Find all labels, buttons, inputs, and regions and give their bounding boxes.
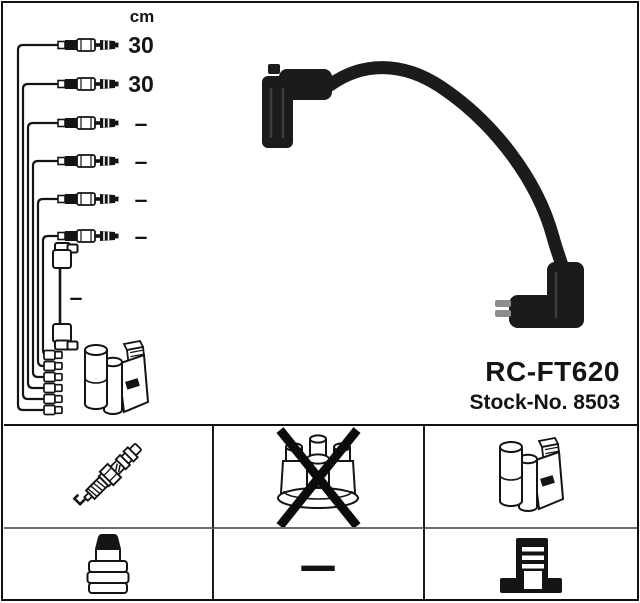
lead-length-3: – (134, 110, 148, 136)
cross-out-x (276, 426, 361, 527)
legend-cell-spark-plug (3, 426, 214, 529)
wiring-diagram (16, 38, 584, 416)
legend-cell-coil-on-plug (425, 529, 637, 600)
angled-lead-icon (52, 242, 79, 351)
unit-header: cm (129, 7, 155, 26)
lead-length-4: – (134, 148, 148, 174)
legend-cell-distributor-cap-crossed (213, 426, 425, 529)
lead-length-1: 30 (128, 32, 154, 58)
lead-connector-stack (43, 349, 63, 416)
legend-cell-dash: – (214, 529, 425, 600)
legend-table: – (3, 424, 637, 600)
spark-plug-icon (72, 442, 142, 506)
ignition-coil-icon (498, 436, 564, 512)
legend-cell-plug-boot (4, 529, 214, 600)
legend-cell-ignition-coil (424, 426, 637, 529)
lead-length-7: – (69, 284, 83, 310)
dash-label: – (299, 534, 337, 595)
plug-boot-icon (86, 533, 129, 594)
ignition-coil-drawing (84, 340, 149, 415)
part-number: RC-FT620 (485, 356, 620, 387)
lead-harness-lines (16, 43, 58, 412)
lead-row-terminals (57, 38, 120, 243)
stock-number: Stock-No. 8503 (469, 391, 620, 414)
distributor-cap-icon (276, 426, 361, 527)
coil-on-plug-icon (499, 537, 562, 593)
lead-length-2: 30 (128, 71, 154, 97)
lead-length-5: – (134, 186, 148, 212)
ignition-cable-photo (262, 61, 584, 328)
lead-length-6: – (134, 223, 148, 249)
